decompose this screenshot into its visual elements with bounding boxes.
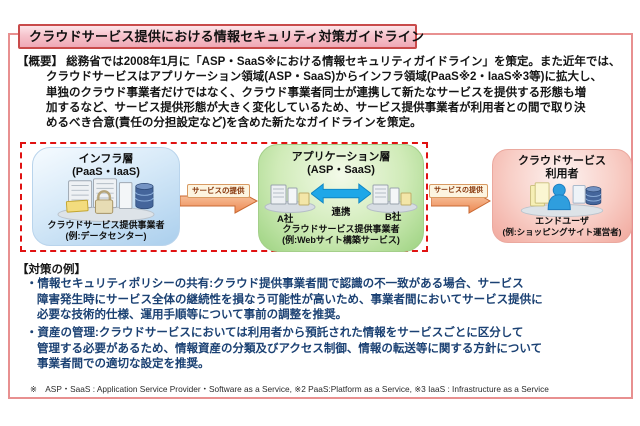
overview-line: 単独のクラウド事業者だけではなく、クラウド事業者同士が連携して新たなサービスを提… <box>46 86 587 99</box>
datacenter-servers-icon <box>57 178 155 222</box>
end-user-person-icon <box>520 182 604 217</box>
bullet-line: ・情報セキュリティポリシーの共有:クラウド提供事業者間で認識の不一致がある場合、… <box>26 278 524 290</box>
bullet-line: 管理する必要があるため、情報資産の分類及びアクセス制御、情報の転送等に関する方針… <box>37 342 543 355</box>
infra-layer-subtitle: (PaaS・IaaS) <box>72 166 140 178</box>
bullet-line: ・資産の管理:クラウドサービスにおいては利用者から預託された情報をサービスごとに… <box>26 327 524 339</box>
infra-provider-label: クラウドサービス提供事業者 <box>47 220 165 230</box>
company-b-servers-icon <box>366 184 418 213</box>
application-layer-subtitle: (ASP・SaaS) <box>307 164 375 176</box>
measure-bullet-policy-sharing: ・情報セキュリティポリシーの共有:クラウド提供事業者間で認識の不一致がある場合、… <box>26 277 626 324</box>
infra-layer-box: インフラ層 (PaaS・IaaS) クラウドサービス提供事業者 (例:データセン… <box>32 147 180 246</box>
application-layer-title: アプリケーション層 <box>291 151 391 163</box>
company-a-servers-icon <box>264 184 316 213</box>
bullet-line: 必要な技術的仕様、運用手順等について事前の調整を推奨。 <box>37 309 348 321</box>
infra-layer-title: インフラ層 <box>78 153 134 165</box>
measures-header: 【対策の例】 <box>17 264 86 276</box>
company-b-label: B社 <box>385 212 402 223</box>
end-user-example: (例:ショッピングサイト運営者) <box>502 227 622 237</box>
overview-line: 【概要】 総務省では2008年1月に「ASP・SaaS※における情報セキュリティ… <box>17 56 621 68</box>
overview-line: めるべき合意(責任の分担設定など)を含めた新たなガイドラインを策定。 <box>46 117 422 130</box>
cloud-user-title-line2: 利用者 <box>545 168 579 180</box>
overview-section: 【概要】 総務省では2008年1月に「ASP・SaaS※における情報セキュリティ… <box>17 55 629 131</box>
infra-provider-example: (例:データセンター) <box>65 231 147 241</box>
footnote: ※ ASP・SaaS : Application Service Provide… <box>30 384 549 394</box>
app-provider-example: (例:Webサイト構築サービス) <box>282 235 400 245</box>
provider-scope-dashed-box <box>20 142 428 252</box>
cloud-user-title: クラウドサービス <box>518 155 606 167</box>
application-layer-box: アプリケーション層 (ASP・SaaS) 連携 A社 B社 クラウドサービス提供… <box>258 144 424 252</box>
measure-bullet-asset-management: ・資産の管理:クラウドサービスにおいては利用者から預託された情報をサービスごとに… <box>26 326 626 373</box>
end-user-label: エンドユーザ <box>535 216 589 226</box>
company-a-label: A社 <box>277 214 294 225</box>
service-provision-label: サービスの提供 <box>429 184 488 198</box>
app-provider-label: クラウドサービス提供事業者 <box>282 224 400 234</box>
page-title: クラウドサービス提供における情報セキュリティ対策ガイドライン <box>18 24 424 49</box>
overview-line: クラウドサービスはアプリケーション領域(ASP・SaaS)からインフラ領域(Pa… <box>46 71 602 84</box>
service-provision-label: サービスの提供 <box>187 184 250 198</box>
collaboration-label: 連携 <box>331 207 351 218</box>
bullet-line: 障害発生時にサービス全体の継続性を損なう可能性が高いため、事業者間においてサービ… <box>37 293 543 306</box>
bullet-line: 事業者間での適切な設定を推奨。 <box>37 358 210 370</box>
overview-line: 加するなど、サービス提供形態が大きく変化しているため、サービス提供事業者が利用者… <box>46 101 586 114</box>
collaboration-double-arrow-icon <box>311 183 371 204</box>
cloud-user-box: クラウドサービス 利用者 エンドユーザ (例:ショッピングサイト運営者) <box>492 149 632 243</box>
